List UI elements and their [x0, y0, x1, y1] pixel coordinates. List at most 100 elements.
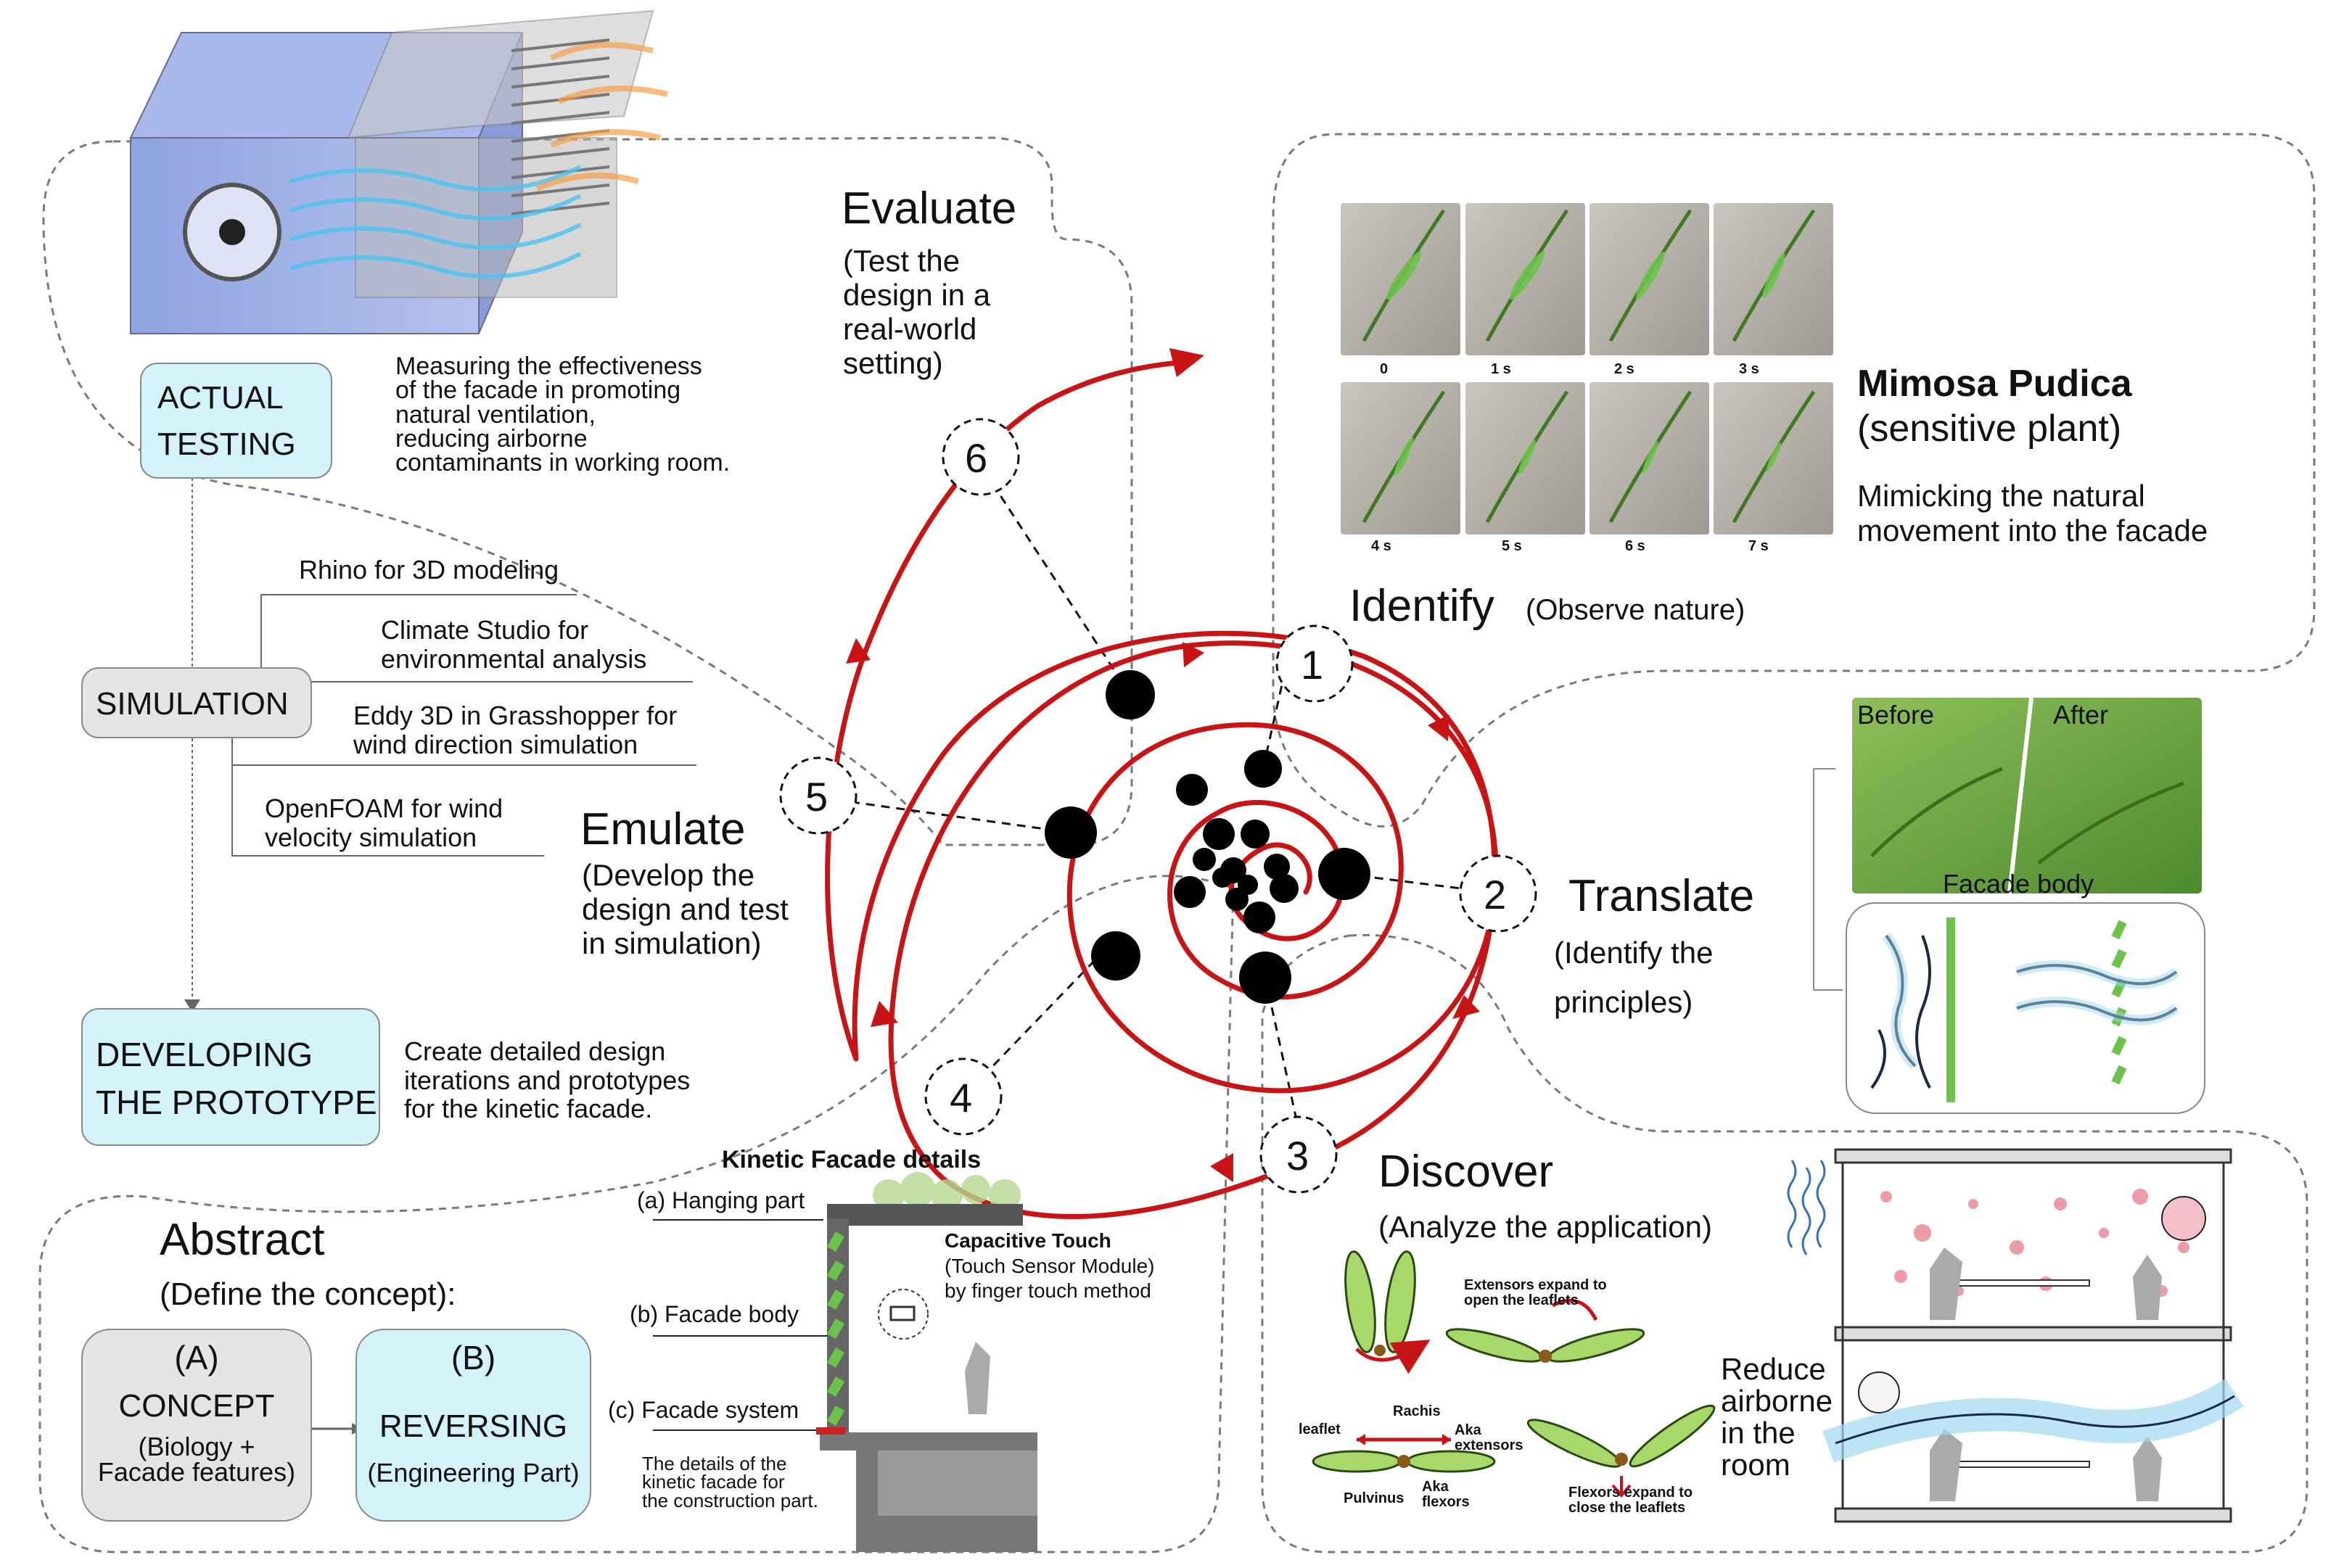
stage-number-4: 4 [950, 1075, 973, 1121]
developing-prototype-box: DEVELOPING THE PROTOTYPE [81, 1008, 380, 1146]
stage-spokes [821, 465, 1497, 1123]
reversing-letter: (B) [451, 1339, 496, 1377]
node-evaluate [1106, 670, 1155, 719]
reduce-line-2: airborne [1721, 1384, 1833, 1419]
pulvinus-label: Pulvinus [1344, 1490, 1405, 1506]
stage-circle-5 [779, 756, 858, 835]
frame-label-3s: 3 s [1739, 361, 1759, 377]
frame-label-6s: 6 s [1625, 538, 1645, 554]
facade-body-label: Facade body [1943, 869, 2094, 899]
measuring-text: Measuring the effectiveness of the facad… [395, 354, 730, 476]
before-label: Before [1857, 700, 1935, 730]
abstract-title: Abstract [160, 1215, 325, 1265]
concept-title: CONCEPT [118, 1388, 275, 1424]
reduce-airborne-text: Reduce airborne in the room [1721, 1353, 1833, 1481]
wind-tunnel-model-icon [129, 9, 668, 334]
discover-sub: (Analyze the application) [1378, 1210, 1712, 1244]
aka-extensors-label: Aka extensors [1455, 1423, 1523, 1453]
aka-extensors-1: Aka [1455, 1422, 1481, 1438]
flexors-note-2: close the leaflets [1568, 1500, 1686, 1516]
stage-number-3: 3 [1286, 1133, 1309, 1179]
facade-system-label: (c) Facade system [608, 1397, 799, 1423]
mimic-line-2: movement into the facade [1857, 513, 2208, 548]
simulation-box: SIMULATION [81, 667, 312, 738]
details-note: The details of the kinetic facade for th… [642, 1453, 818, 1510]
details-note-1: The details of the [642, 1453, 787, 1474]
before-after-photo [1852, 697, 2202, 894]
pulvinus-illustrations [1312, 1250, 1716, 1498]
node-emulate [1045, 806, 1097, 859]
stage-circle-4 [924, 1057, 1003, 1136]
emulate-desc-2: design and test [582, 892, 789, 926]
aka-flexors-2: flexors [1422, 1494, 1470, 1510]
plant-name: Mimosa Pudica [1857, 363, 2132, 405]
translate-desc-1: (Identify the [1554, 936, 1714, 970]
evaluate-desc-2: design in a [843, 278, 991, 312]
capacitive-title: Capacitive Touch [945, 1229, 1111, 1252]
tool-rhino: Rhino for 3D modeling [299, 555, 559, 585]
kinetic-facade-construction-detail [653, 1172, 1037, 1552]
capacitive-desc-2: by finger touch method [945, 1279, 1151, 1302]
spiral-arrowheads [846, 348, 1480, 1182]
flexors-note: Flexors expand to close the leaflets [1568, 1485, 1693, 1516]
node-translate [1318, 848, 1370, 900]
stage-number-6: 6 [965, 435, 988, 481]
aka-flexors-1: Aka [1422, 1479, 1449, 1495]
actual-testing-line-2: TESTING [157, 426, 296, 462]
evaluate-title: Evaluate [842, 183, 1017, 234]
stage-number-5: 5 [805, 774, 828, 820]
tool-climate-line-1: Climate Studio for [381, 615, 589, 645]
frame-label-7s: 7 s [1748, 538, 1769, 554]
evaluate-desc-4: setting) [843, 346, 943, 380]
identify-title: Identify [1349, 581, 1494, 631]
hanging-part-label: (a) Hanging part [637, 1187, 805, 1213]
tool-climate-line-2: environmental analysis [381, 644, 647, 674]
room-section-diagram [1787, 1148, 2244, 1523]
reversing-box: (B) REVERSING (Engineering Part) [355, 1329, 591, 1522]
rachis-label: Rachis [1393, 1403, 1441, 1419]
mimic-line-1: Mimicking the natural [1857, 479, 2145, 513]
kinetic-facade-title: Kinetic Facade details [722, 1146, 982, 1173]
developing-desc-2: iterations and prototypes [404, 1065, 691, 1095]
measuring-line-4: reducing airborne [395, 424, 588, 453]
aka-extensors-2: extensors [1455, 1437, 1523, 1453]
developing-desc: Create detailed design iterations and pr… [404, 1037, 690, 1123]
stage-number-2: 2 [1484, 872, 1507, 917]
region-borders [38, 133, 2316, 1553]
frame-label-4s: 4 s [1371, 538, 1391, 554]
extensors-note-1: Extensors expand to [1464, 1277, 1607, 1293]
aka-flexors-label: Aka flexors [1422, 1480, 1470, 1510]
reversing-desc: (Engineering Part) [367, 1458, 580, 1487]
actual-testing-line-1: ACTUAL [157, 380, 284, 416]
emulate-desc-1: (Develop the [582, 858, 755, 892]
reduce-line-1: Reduce [1721, 1352, 1826, 1386]
developing-line-2: THE PROTOTYPE [96, 1084, 377, 1121]
evaluate-region-border [42, 136, 1133, 846]
stage-number-circles [779, 418, 1537, 1194]
capacitive-desc-1: (Touch Sensor Module) [945, 1255, 1155, 1277]
node-abstract [1091, 931, 1140, 981]
concept-desc-2: Facade features) [97, 1457, 296, 1487]
developing-line-1: DEVELOPING [96, 1036, 313, 1073]
leaflet-label: leaflet [1299, 1421, 1341, 1437]
stage-number-1: 1 [1301, 642, 1324, 688]
tool-eddy-line-2: wind direction simulation [353, 730, 638, 759]
extensors-note: Extensors expand to open the leaflets [1464, 1278, 1607, 1308]
concept-desc-1: (Biology + [138, 1432, 255, 1461]
abstract-sub: (Define the concept): [160, 1276, 456, 1312]
concept-box: (A) CONCEPT (Biology + Facade features) [81, 1329, 312, 1522]
after-label: After [2053, 700, 2109, 730]
tool-eddy-line-1: Eddy 3D in Grasshopper for [353, 701, 678, 730]
translate-desc-2: principles) [1554, 985, 1693, 1019]
identify-sub: (Observe nature) [1526, 594, 1745, 626]
frame-label-0: 0 [1380, 361, 1389, 377]
frame-label-5s: 5 s [1502, 538, 1522, 554]
simulation-label: SIMULATION [96, 686, 289, 722]
tool-openfoam-line-2: velocity simulation [265, 822, 477, 852]
frame-label-1s: 1 s [1491, 361, 1511, 377]
details-note-2: kinetic facade for [642, 1471, 785, 1493]
developing-desc-3: for the kinetic facade. [404, 1094, 653, 1124]
concept-letter: (A) [174, 1339, 219, 1377]
stage-circle-3 [1259, 1115, 1338, 1194]
